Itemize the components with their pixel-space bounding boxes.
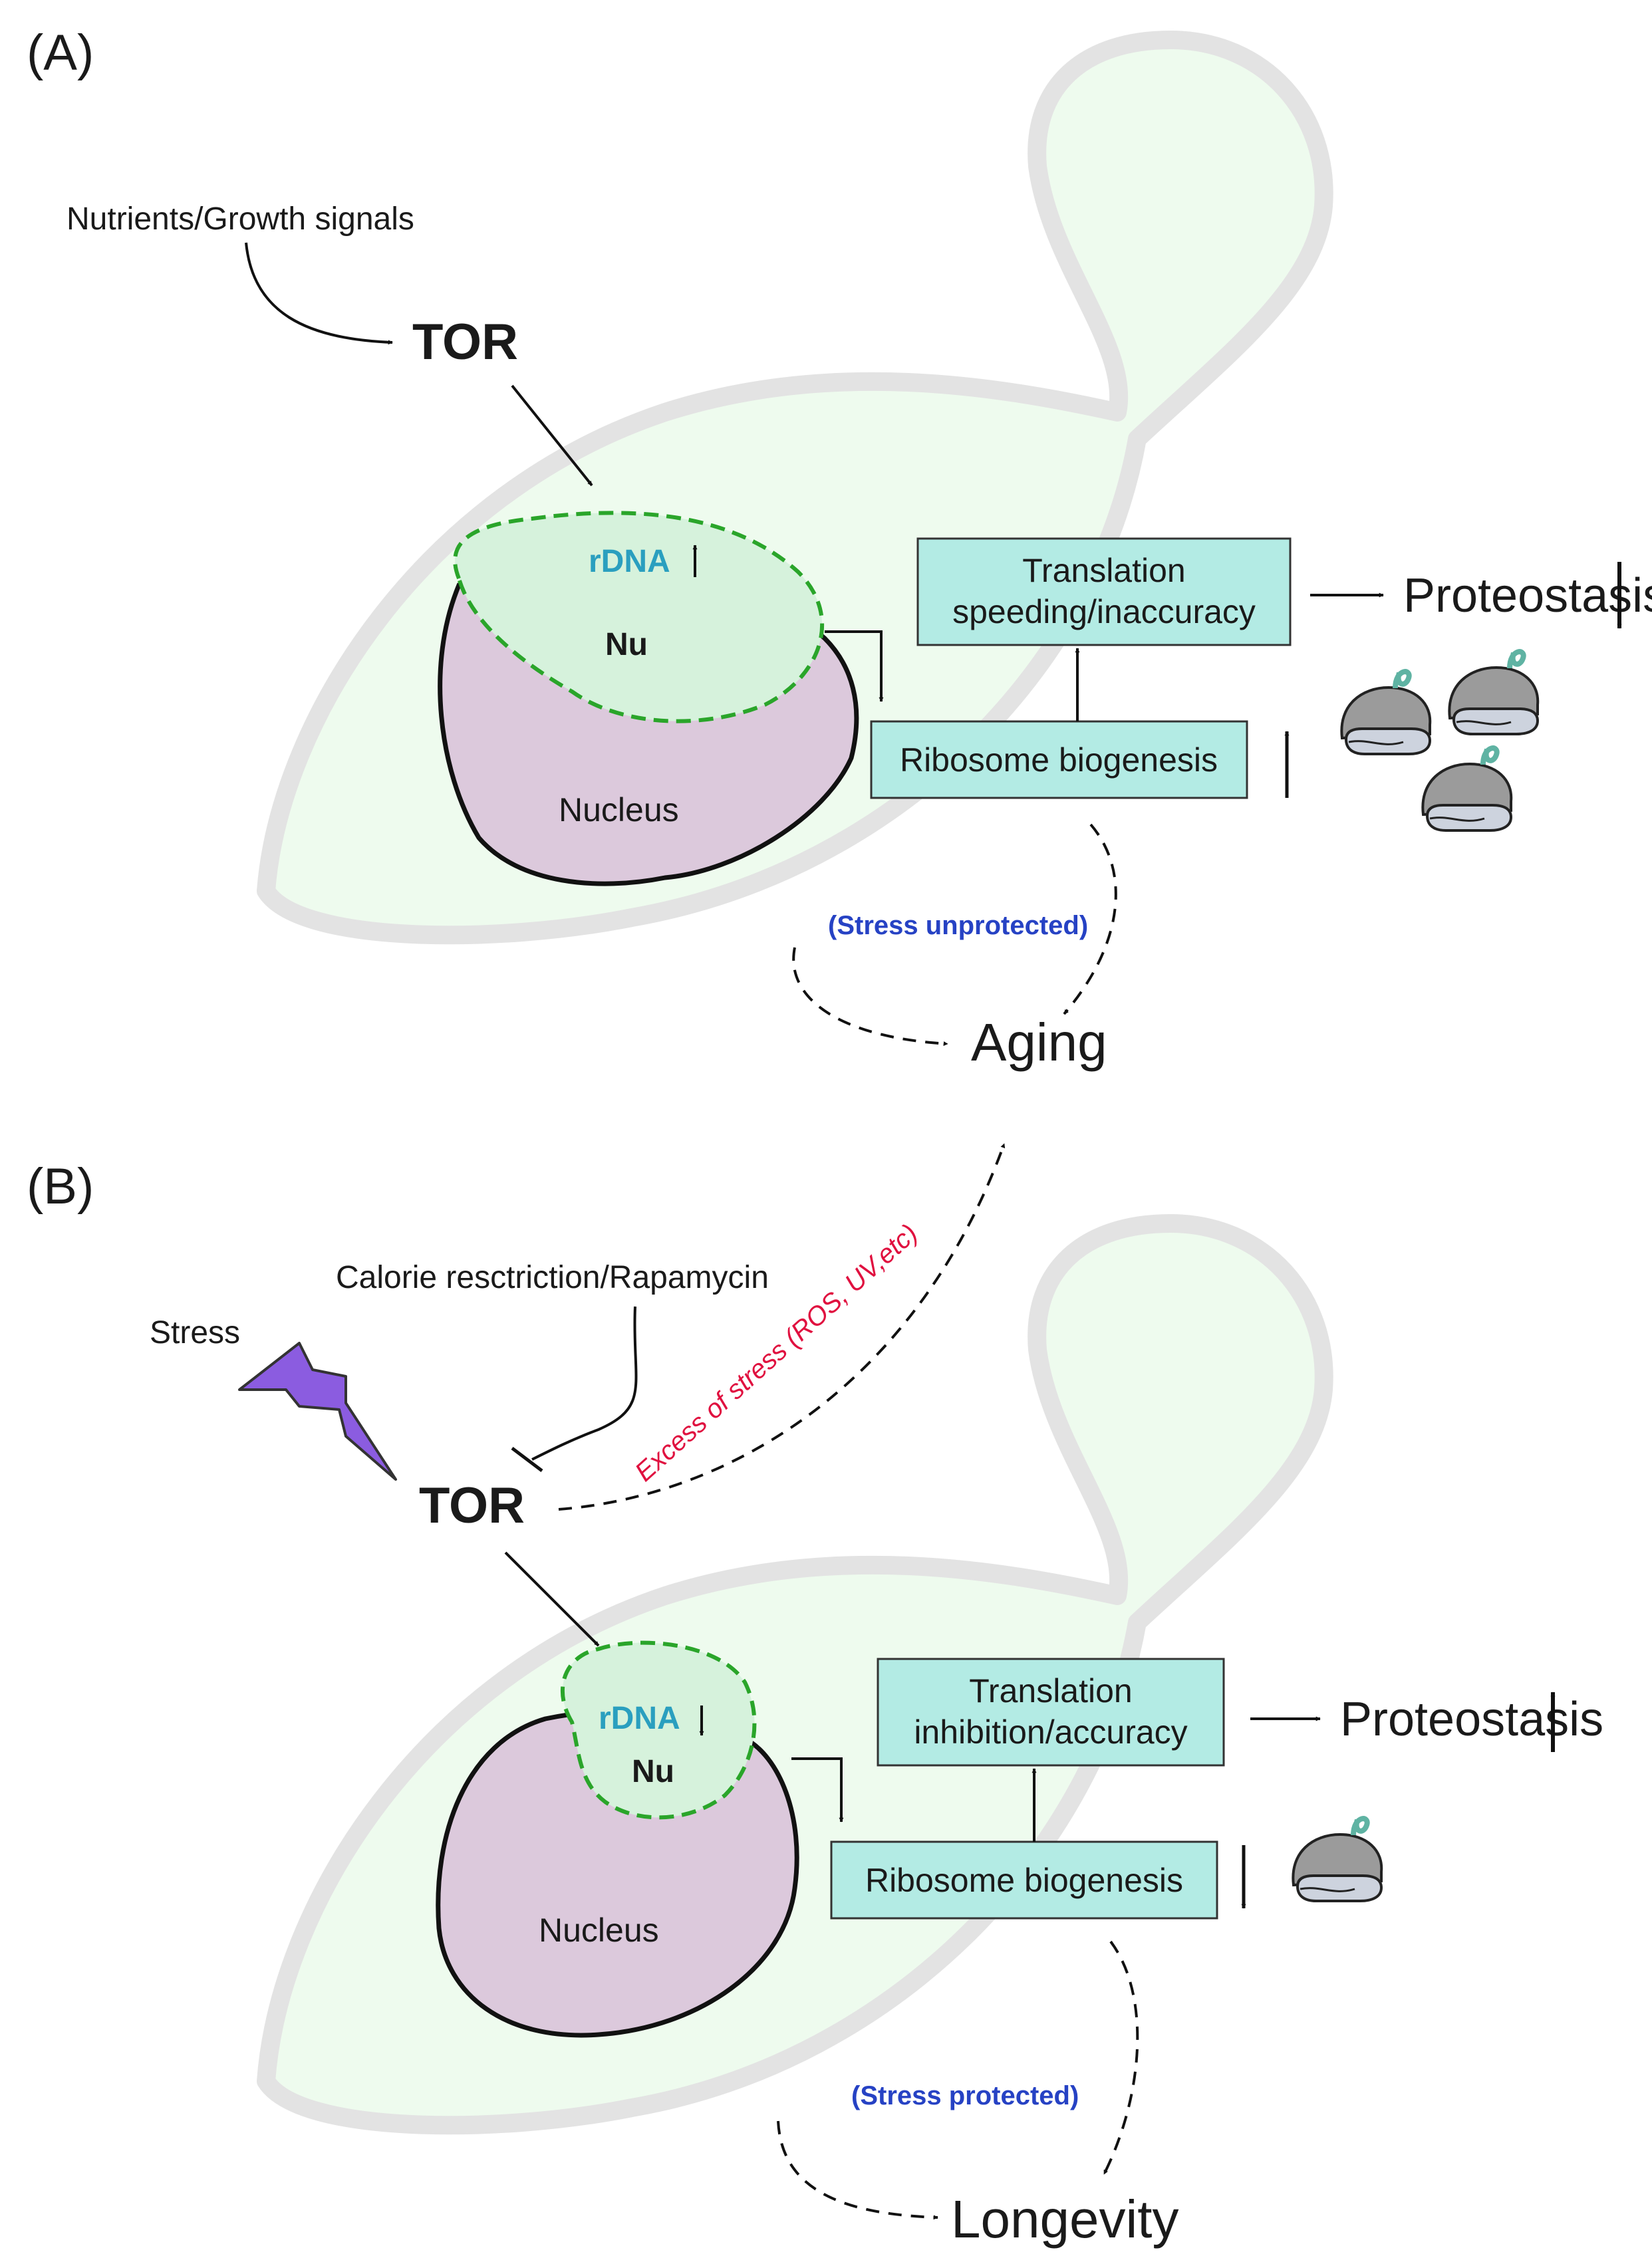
stress-protected-note: (Stress protected): [851, 2081, 1079, 2110]
rdna-a: rDNA: [589, 544, 670, 579]
proteostasis-b: Proteostasis: [1340, 1693, 1603, 1746]
ribosome-b-label: Ribosome biogenesis: [865, 1862, 1183, 1899]
arrow-stress-to-aging: [792, 947, 948, 1047]
arrow-nucleolus-to-ribosome-a: [825, 630, 884, 702]
ribosome-icon: [1421, 745, 1513, 832]
translation-a-line1: Translation: [1022, 552, 1185, 589]
nucleus-a-label: Nucleus: [559, 791, 679, 828]
rdna-b: rDNA: [599, 1701, 680, 1736]
panel-b: (B) Stress Calorie resctriction/Rapamyci…: [27, 1143, 1603, 2249]
inhibition-line: [531, 1306, 638, 1461]
tor-b: TOR: [419, 1477, 525, 1534]
tor-a: TOR: [412, 314, 518, 370]
translation-box-a: [916, 537, 1292, 646]
proteostasis-a: Proteostasis: [1403, 569, 1652, 622]
arrow-nucleolus-to-ribosome-b: [791, 1757, 844, 1823]
arrow-stress-to-longevity: [777, 2120, 938, 2220]
arrow-ribosome-to-aging: [1063, 823, 1117, 1015]
translation-a-line2: speeding/inaccuracy: [952, 593, 1256, 630]
nutrients-label: Nutrients/Growth signals: [67, 201, 414, 237]
ribosome-icon: [1340, 669, 1432, 755]
ribosome-box-a: [870, 720, 1248, 799]
nucleolus-a: [453, 511, 825, 723]
panel-b-label: (B): [27, 1158, 94, 1215]
inhibition-bar: [511, 1447, 543, 1472]
arrow-tor-to-nucleolus-b: [504, 1551, 600, 1647]
translation-b-line2: inhibition/accuracy: [914, 1713, 1187, 1751]
ribosome-icon: [1448, 649, 1540, 735]
ribosome-a-label: Ribosome biogenesis: [900, 741, 1218, 779]
translation-box-b: [877, 1658, 1225, 1767]
arrow-tor-to-nucleolus-a: [511, 384, 593, 487]
ribosome-icon: [1292, 1816, 1383, 1902]
aging-outcome: Aging: [971, 1013, 1107, 1072]
arrow-nutrients-to-tor: [245, 242, 393, 345]
nu-b: Nu: [632, 1754, 674, 1789]
lightning-icon: [238, 1342, 397, 1481]
stress-label: Stress: [150, 1315, 240, 1350]
calorie-label: Calorie resctriction/Rapamycin: [336, 1260, 769, 1295]
panel-a: (A) Nutrients/Growth signals TOR Nucleus…: [27, 25, 1652, 1072]
ribosome-box-b: [830, 1840, 1218, 1920]
arrow-tor-to-aging: [558, 1143, 1006, 1511]
nu-a: Nu: [605, 627, 648, 662]
translation-b-line1: Translation: [969, 1672, 1132, 1709]
arrow-ribosome-to-longevity: [1103, 1940, 1139, 2175]
longevity-outcome: Longevity: [951, 2190, 1178, 2249]
nucleolus-b: [560, 1640, 757, 1820]
panel-a-label: (A): [27, 25, 94, 81]
stress-unprotected-note: (Stress unprotected): [828, 911, 1088, 940]
nucleus-b-label: Nucleus: [539, 1912, 659, 1949]
